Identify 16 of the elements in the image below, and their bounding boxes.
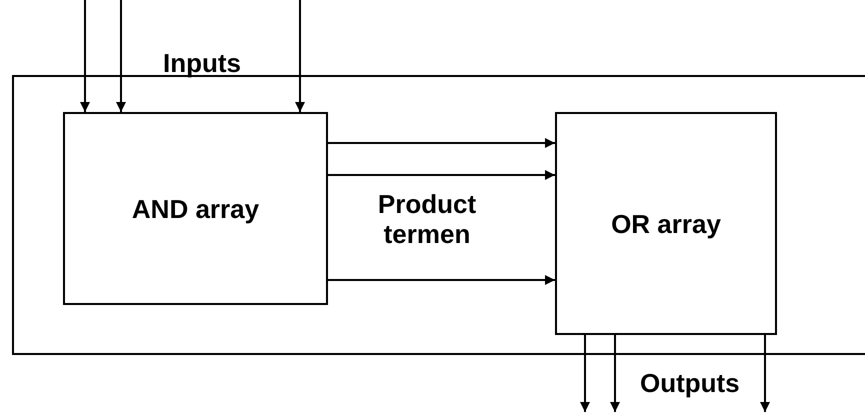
- arrow: [760, 335, 770, 412]
- arrow: [610, 335, 620, 412]
- process-box: [555, 112, 777, 335]
- arrow: [328, 138, 555, 148]
- diagram-label: Inputs: [163, 48, 241, 78]
- diagram-label: Outputs: [640, 368, 740, 398]
- arrow: [80, 0, 90, 112]
- arrow: [116, 0, 126, 112]
- arrow: [580, 335, 590, 412]
- arrow: [328, 275, 555, 285]
- arrow: [328, 170, 555, 180]
- diagram-label: Product termen: [376, 189, 478, 249]
- node-label: OR array: [611, 208, 721, 238]
- arrow: [295, 0, 305, 112]
- process-box: [63, 112, 328, 305]
- node-label: AND array: [132, 194, 260, 224]
